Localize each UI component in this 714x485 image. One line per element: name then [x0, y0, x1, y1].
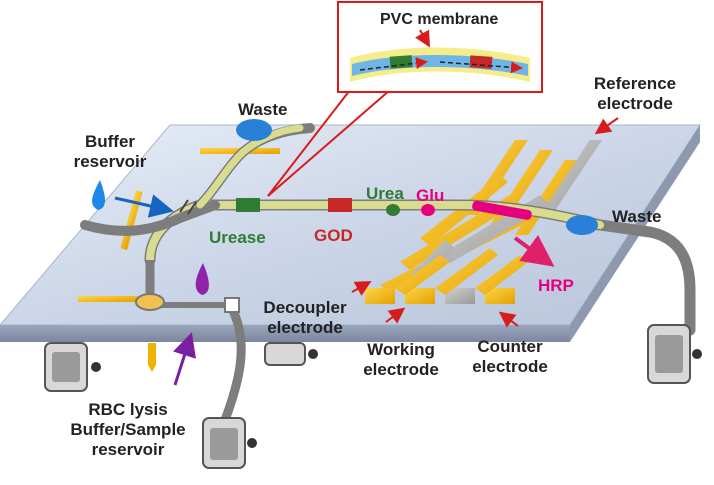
working-arrow — [385, 307, 406, 324]
god-spot — [328, 198, 352, 212]
sample-wheel — [202, 417, 257, 469]
buffer-flow-arrow — [114, 194, 174, 218]
working-electrode-label: Working electrode — [363, 340, 439, 379]
urea-spot — [386, 204, 400, 216]
waste-wheel — [647, 324, 702, 384]
pvc-membrane-label: PVC membrane — [380, 11, 499, 28]
waste-right-label: Waste — [612, 207, 662, 226]
sample-droplet-icon — [195, 263, 209, 295]
glu-label: Glu — [416, 186, 445, 205]
reference-electrode-label: Reference electrode — [593, 74, 677, 113]
counter-electrode-label: Counter electrode — [472, 337, 548, 376]
electrode-pin-tip — [148, 365, 156, 372]
membrane-callout — [267, 1, 543, 197]
decoupler-arrow — [351, 281, 372, 296]
waste-reservoir-right — [566, 215, 598, 235]
decoupler-electrode-label: Decoupler electrode — [263, 298, 347, 337]
waste-top-label: Waste — [238, 100, 288, 119]
electrode-pin — [148, 343, 156, 365]
support-wheel — [44, 342, 101, 392]
working-electrode-pad — [405, 288, 435, 304]
support-wheel — [264, 342, 318, 366]
buffer-droplet-icon — [92, 180, 105, 210]
sample-arrow — [173, 332, 196, 386]
hrp-arrow — [513, 234, 555, 267]
urease-label: Urease — [209, 228, 266, 247]
microfluidic-channel — [80, 123, 696, 425]
lysis-reservoir — [135, 293, 240, 313]
urease-spot — [236, 198, 260, 212]
glu-spot — [421, 204, 435, 216]
hrp-zone — [472, 200, 532, 220]
counter-arrow — [498, 311, 519, 328]
electrode-array — [365, 140, 602, 304]
waste-reservoir-top — [236, 119, 272, 141]
decoupler-electrode-pad — [365, 288, 395, 304]
buffer-reservoir-label: Buffer reservoir — [73, 132, 147, 171]
reference-electrode-pad — [445, 288, 475, 304]
reference-arrow — [594, 117, 619, 135]
urea-label: Urea — [366, 184, 404, 203]
hrp-label: HRP — [538, 276, 574, 295]
god-label: GOD — [314, 226, 353, 245]
counter-electrode-pad — [485, 288, 515, 304]
rbc-lysis-label: RBC lysis Buffer/Sample reservoir — [70, 400, 186, 459]
